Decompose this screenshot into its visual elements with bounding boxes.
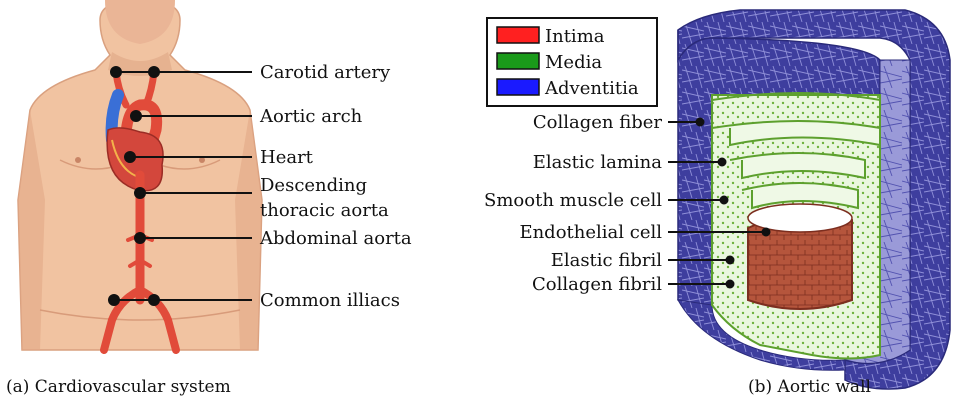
legend-label-adventitia: Adventitia [544,78,639,99]
dot-carotid-left [111,67,121,77]
legend-swatch-media [497,53,539,69]
dot-collagen-fibril [727,281,734,288]
caption-a: (a) Cardiovascular system [6,377,231,397]
dot-elastic-fibril [727,257,734,264]
legend-swatch-intima [497,27,539,43]
dot-endothelial [763,229,770,236]
legend-label-intima: Intima [545,26,605,47]
dot-arch [131,111,141,121]
legend-label-media: Media [545,52,602,73]
dot-smooth-muscle [721,197,728,204]
label-iliacs: Common illiacs [260,290,400,311]
dot-iliac-left [109,295,119,305]
panel-a-labels: Carotid artery Aortic arch Heart Descend… [259,62,412,311]
dot-carotid-right [149,67,159,77]
lumen-top [748,204,852,232]
panel-b-labels: Collagen fiber Elastic lamina Smooth mus… [484,112,662,295]
dot-heart [125,152,135,162]
label-collagen-fibril: Collagen fibril [532,274,662,295]
label-heart: Heart [260,147,314,168]
caption-b: (b) Aortic wall [748,377,871,397]
dot-descending [135,188,145,198]
dot-abdominal [135,233,145,243]
dot-collagen-fiber [697,119,704,126]
label-collagen-fiber: Collagen fiber [533,112,663,133]
label-carotid: Carotid artery [260,62,391,83]
legend: Intima Media Adventitia [487,18,657,106]
legend-swatch-adventitia [497,79,539,95]
label-elastic-fibril: Elastic fibril [551,250,663,271]
dot-elastic-lamina [719,159,726,166]
label-descending-1: Descending [260,175,367,196]
nipple-left [75,157,81,163]
label-endothelial: Endothelial cell [519,222,662,243]
dot-iliac-right [149,295,159,305]
label-descending-2: thoracic aorta [260,200,389,221]
label-abdominal: Abdominal aorta [259,228,412,249]
label-elastic-lamina: Elastic lamina [533,152,663,173]
label-smooth-muscle: Smooth muscle cell [484,190,662,211]
label-arch: Aortic arch [259,106,363,127]
